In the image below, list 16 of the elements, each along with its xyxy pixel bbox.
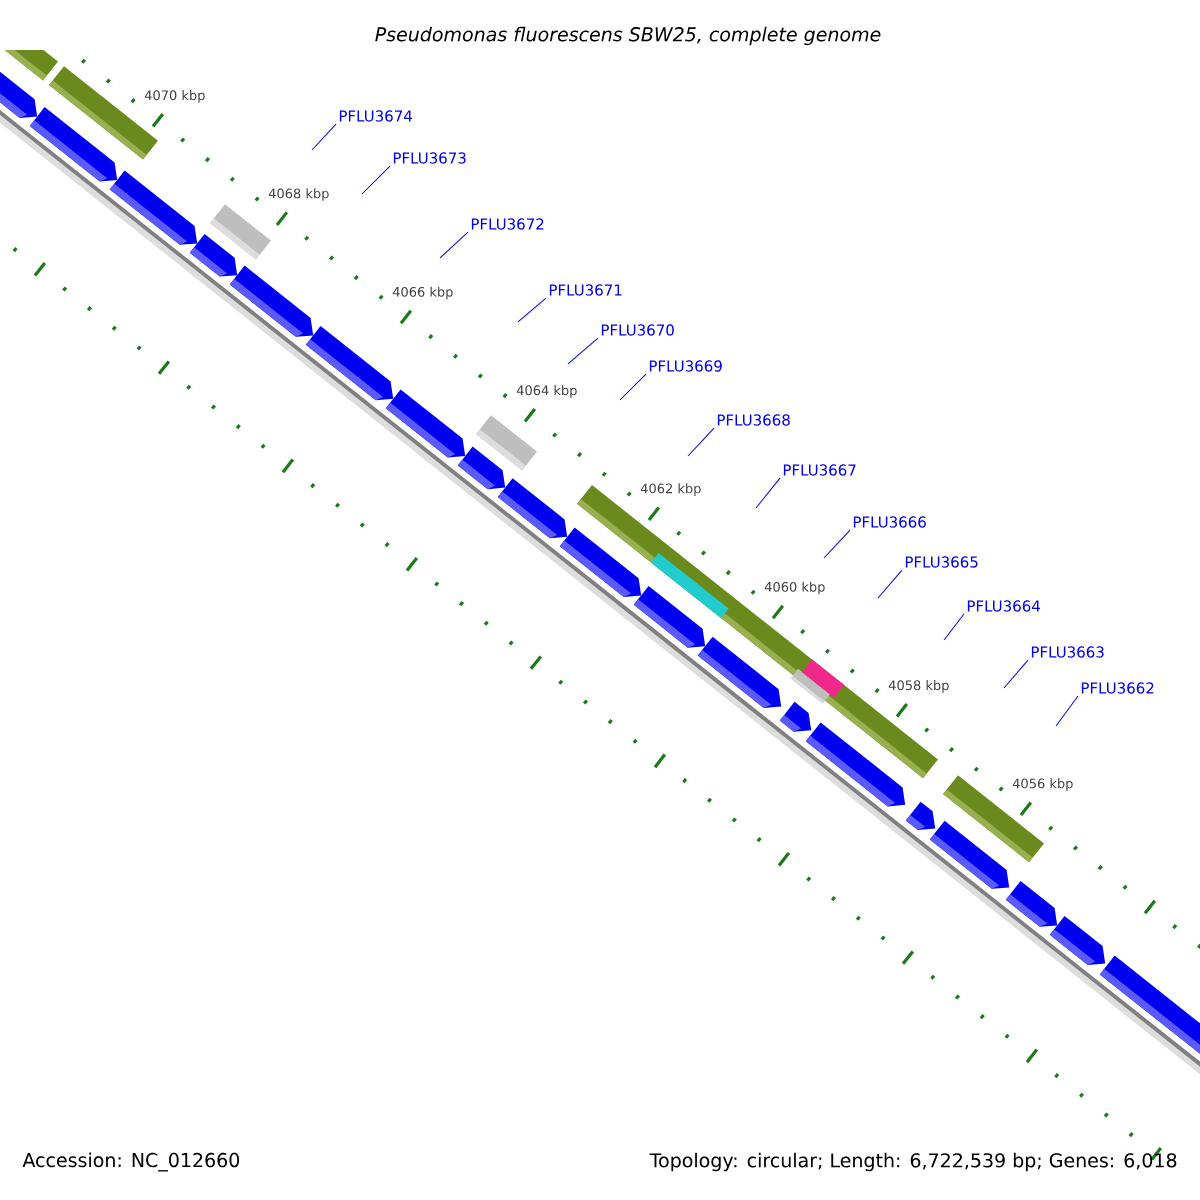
- accession-text: Accession: NC_012660: [22, 1152, 240, 1172]
- leader-line: [439, 231, 469, 259]
- leader-line: [361, 165, 391, 195]
- leader-line: [755, 477, 781, 509]
- leader-line: [1003, 659, 1029, 689]
- leader-line: [877, 569, 903, 599]
- leader-line: [517, 297, 547, 323]
- leader-line: [567, 337, 599, 365]
- genome-info-text: Topology: circular; Length: 6,722,539 bp; Genes: 6,018: [649, 1152, 1177, 1172]
- leader-line: [943, 613, 965, 641]
- leader-line: [311, 123, 337, 151]
- leader-line: [823, 529, 851, 559]
- leader-line: [619, 373, 647, 401]
- title: Pseudomonas fluorescens SBW25, complete genome: [375, 26, 881, 46]
- leader-line: [687, 427, 715, 457]
- leader-line: [1055, 695, 1079, 727]
